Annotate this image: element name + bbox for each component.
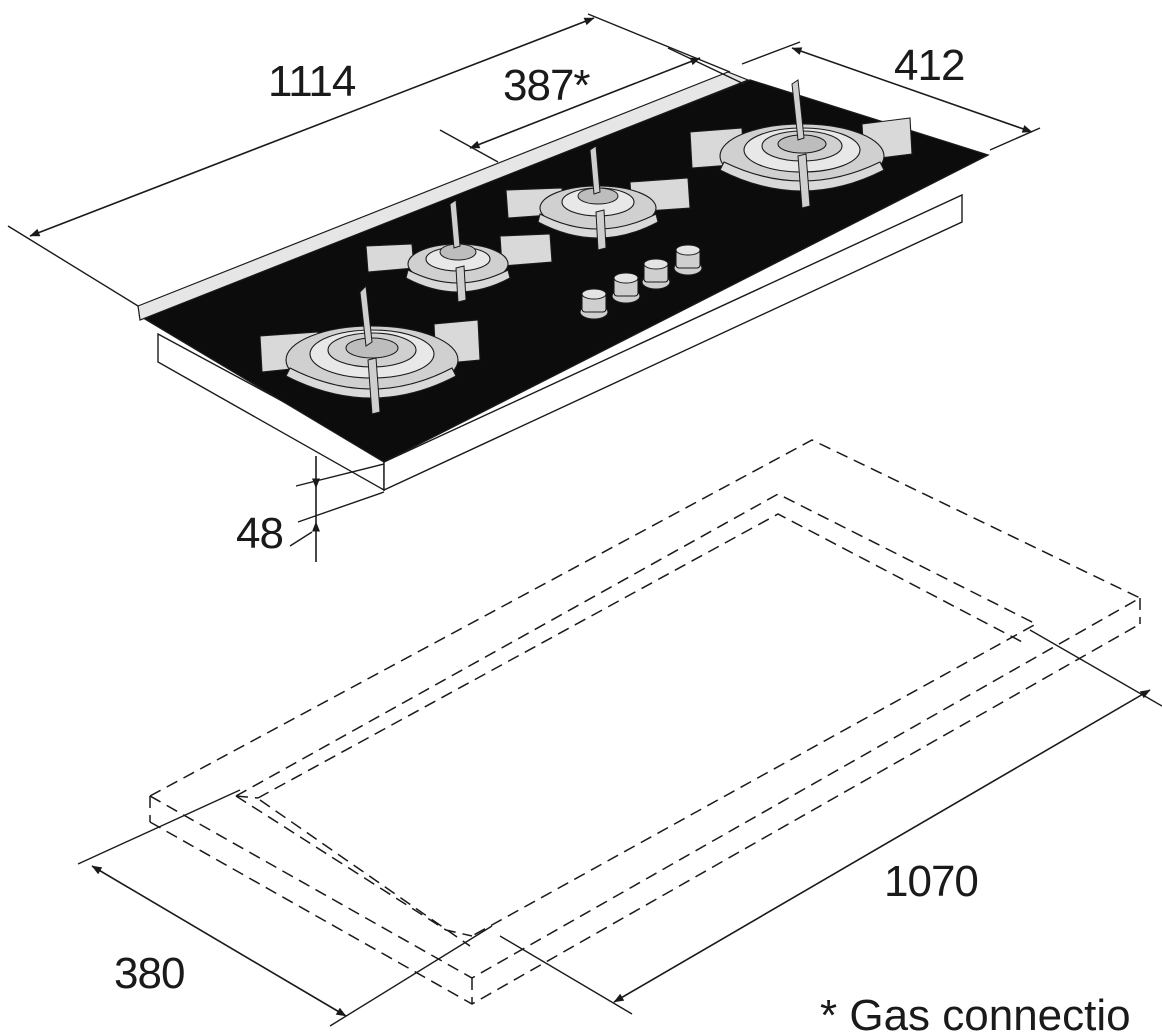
label-48: 48 bbox=[236, 509, 283, 558]
knob-3[interactable] bbox=[641, 258, 671, 290]
label-380: 380 bbox=[114, 949, 184, 998]
footnote-gas-connection: * Gas connectio bbox=[820, 991, 1131, 1032]
label-412: 412 bbox=[894, 41, 964, 90]
small-burner bbox=[365, 199, 553, 303]
control-knobs bbox=[579, 244, 703, 320]
knob-1[interactable] bbox=[579, 288, 609, 320]
wok-burner-left bbox=[259, 284, 481, 415]
worktop-cutout bbox=[149, 439, 1142, 1005]
wok-burner-right bbox=[689, 79, 913, 209]
knob-4[interactable] bbox=[673, 244, 703, 276]
dimension-depth: 412 bbox=[741, 41, 1041, 151]
label-1114: 1114 bbox=[268, 57, 356, 106]
hob-body-right bbox=[383, 193, 963, 492]
dimension-overall-width: 1114 bbox=[7, 13, 731, 307]
gas-hob bbox=[137, 71, 990, 492]
label-1070: 1070 bbox=[884, 857, 978, 906]
dimension-cutout-depth: 380 bbox=[77, 789, 493, 1027]
dimension-gas-connection: 387* bbox=[439, 47, 745, 163]
dimension-cutout-width: 1070 bbox=[499, 629, 1162, 1015]
dimension-height: 48 bbox=[236, 456, 385, 562]
knob-2[interactable] bbox=[611, 272, 641, 304]
label-387: 387* bbox=[503, 61, 590, 110]
